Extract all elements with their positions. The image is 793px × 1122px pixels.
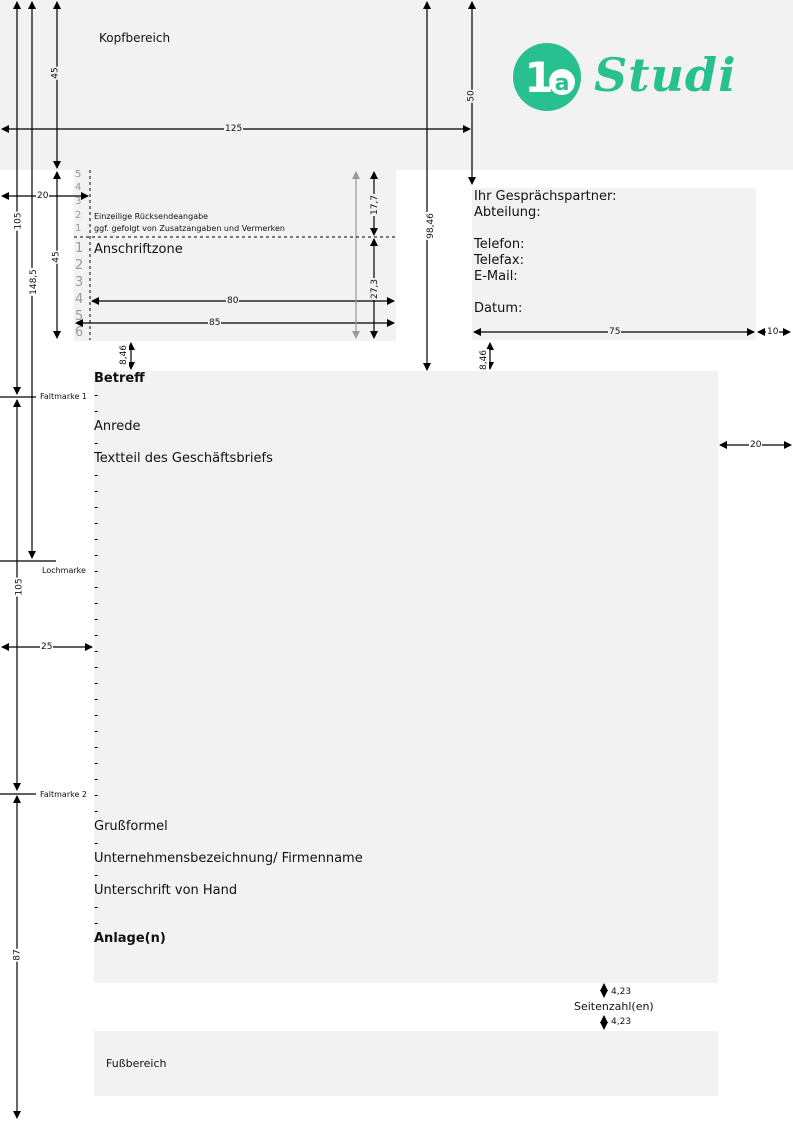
dim-label: 87: [12, 948, 23, 962]
dim-label: 4,23: [611, 1017, 632, 1027]
attachments: Anlage(n): [94, 931, 166, 946]
header-zone: [0, 0, 793, 170]
address-zone-label: Anschriftzone: [94, 242, 183, 257]
blank-line: -: [94, 788, 99, 802]
blank-line: -: [94, 916, 99, 930]
fold-mark-2-label: Faltmarke 2: [40, 790, 88, 799]
company-name: Unternehmensbezeichnung/ Firmenname: [94, 851, 363, 866]
dim-label: 85: [208, 318, 222, 328]
line-number: 1: [75, 241, 84, 256]
line-number: 2: [75, 210, 82, 221]
dim-label: 10: [766, 327, 780, 337]
dim-label: 45: [50, 66, 61, 80]
dim-label: 105: [14, 577, 25, 597]
line-number: 4: [75, 292, 84, 307]
dim-label: 105: [13, 211, 24, 231]
header-label: Kopfbereich: [99, 31, 171, 45]
blank-line: -: [94, 772, 99, 786]
blank-line: -: [94, 548, 99, 562]
blank-line: -: [94, 500, 99, 514]
info-block-zone: [472, 188, 756, 340]
logo: 1 a Studi: [512, 42, 752, 114]
blank-line: -: [94, 404, 99, 418]
line-number: 6: [75, 325, 84, 340]
signature: Unterschrift von Hand: [94, 883, 238, 898]
dim-label: 125: [224, 124, 244, 134]
line-number: 2: [75, 258, 84, 273]
info-phone: Telefon:: [474, 237, 525, 252]
info-email: E-Mail:: [474, 269, 518, 284]
dim-label: 4,23: [611, 987, 632, 997]
dim-label: 8,46: [479, 348, 490, 372]
svg-text:1: 1: [524, 53, 553, 102]
blank-line: -: [94, 468, 99, 482]
blank-line: -: [94, 644, 99, 658]
blank-line: -: [94, 708, 99, 722]
blank-line: -: [94, 596, 99, 610]
salutation: Anrede: [94, 419, 141, 434]
blank-line: -: [94, 580, 99, 594]
dim-label: 27,3: [370, 277, 381, 301]
dim-label: 98,46: [425, 212, 436, 240]
line-number: 3: [75, 196, 82, 207]
svg-text:a: a: [555, 71, 570, 96]
blank-line: -: [94, 564, 99, 578]
blank-line: -: [94, 388, 99, 402]
info-department: Abteilung:: [474, 205, 541, 220]
line-number: 3: [75, 275, 84, 290]
blank-line: -: [94, 516, 99, 530]
dim-label: 20: [36, 191, 50, 201]
info-contact: Ihr Gesprächspartner:: [474, 189, 617, 204]
line-number: 4: [75, 182, 82, 193]
line-number: 5: [75, 309, 84, 324]
body-text: Textteil des Geschäftsbriefs: [94, 451, 273, 466]
blank-line: -: [94, 484, 99, 498]
dim-label: 148,5: [28, 268, 39, 296]
footer-zone: [94, 1031, 718, 1096]
blank-line: -: [94, 900, 99, 914]
dim-label: 45: [51, 250, 62, 264]
logo-mark-icon: 1 a: [513, 43, 581, 111]
blank-line: -: [94, 676, 99, 690]
return-address-line1: Einzeilige Rücksendeangabe: [94, 212, 209, 221]
line-number: 1: [75, 223, 82, 234]
footer-label: Fußbereich: [106, 1057, 167, 1070]
page-number-label: Seitenzahl(en): [574, 1000, 654, 1013]
blank-line: -: [94, 532, 99, 546]
dim-label: 17,7: [370, 193, 381, 217]
return-address-line2: ggf. gefolgt von Zusatzangaben und Verme…: [94, 224, 285, 233]
blank-line: -: [94, 804, 99, 818]
blank-line: -: [94, 724, 99, 738]
fold-mark-1-label: Faltmarke 1: [40, 392, 88, 401]
body-zone: [94, 371, 718, 983]
dim-label: 50: [466, 89, 477, 103]
blank-line: -: [94, 660, 99, 674]
blank-line: -: [94, 436, 99, 450]
blank-line: -: [94, 740, 99, 754]
info-fax: Telefax:: [474, 253, 524, 268]
info-block: Ihr Gesprächspartner: Abteilung: Telefon…: [474, 189, 617, 317]
blank-line: -: [94, 868, 99, 882]
dim-label: 80: [226, 296, 240, 306]
logo-wordmark: Studi: [594, 48, 737, 102]
blank-line: -: [94, 756, 99, 770]
address-field: [74, 170, 396, 341]
blank-line: -: [94, 628, 99, 642]
blank-line: -: [94, 692, 99, 706]
subject: Betreff: [94, 371, 145, 386]
blank-line: -: [94, 836, 99, 850]
info-date: Datum:: [474, 301, 523, 316]
hole-mark-label: Lochmarke: [42, 566, 86, 575]
dim-label: 20: [749, 440, 763, 450]
dim-label: 75: [608, 327, 622, 337]
dim-label: 25: [40, 642, 54, 652]
blank-line: -: [94, 612, 99, 626]
closing: Grußformel: [94, 819, 168, 834]
line-number: 5: [75, 169, 82, 180]
dim-label: 8,46: [119, 343, 130, 367]
